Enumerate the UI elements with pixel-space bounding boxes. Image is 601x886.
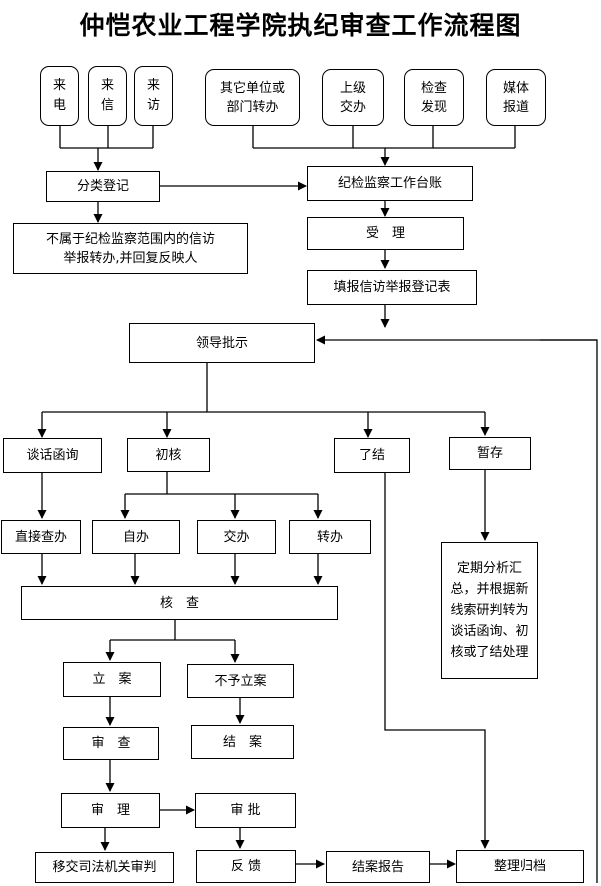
step-no-case: 不予立案 (187, 664, 294, 698)
step-label: 审 查 (91, 736, 131, 751)
source-box-superior: 上级交办 (322, 69, 384, 126)
connector (540, 339, 598, 883)
step-label: 不予立案 (214, 673, 267, 689)
source-label: 来访 (147, 78, 161, 113)
source-box-other-units: 其它单位或部门转办 (205, 69, 300, 126)
step-direct-check: 直接查办 (1, 520, 81, 554)
step-label: 审 批 (230, 803, 261, 818)
connector (252, 125, 516, 149)
step-label: 立 案 (92, 672, 132, 687)
step-feedback: 反 馈 (196, 850, 296, 883)
step-label: 移交司法机关审判 (52, 860, 157, 875)
step-judicial: 移交司法机关审判 (35, 852, 174, 883)
step-label: 领导批示 (195, 335, 248, 351)
source-label: 来信 (101, 78, 115, 113)
step-label: 直接查办 (14, 529, 67, 545)
step-approve: 审 批 (195, 793, 296, 828)
source-label: 来电 (53, 78, 67, 113)
connector (42, 362, 485, 413)
step-assign: 交办 (197, 520, 276, 554)
step-label: 定期分析汇总，并根据新线索研判转为谈话函询、初核或了结处理 (450, 561, 529, 660)
step-fill-form: 填报信访举报登记表 (307, 270, 477, 305)
step-conclude: 结 案 (191, 725, 294, 759)
source-box-laixin: 来信 (88, 66, 127, 126)
connector (384, 473, 490, 849)
step-classify: 分类登记 (46, 171, 160, 202)
step-label: 谈话函询 (26, 448, 79, 463)
step-hold-note: 定期分析汇总，并根据新线索研判转为谈话函询、初核或了结处理 (441, 542, 538, 679)
step-label: 整理归档 (493, 859, 546, 874)
source-box-laidian: 来电 (40, 66, 79, 126)
step-label: 转办 (316, 529, 343, 545)
source-box-inspection: 检查发现 (404, 69, 464, 126)
step-label: 填报信访举报登记表 (333, 280, 451, 295)
step-label: 自办 (122, 529, 149, 545)
step-accept: 受 理 (307, 217, 464, 250)
source-label: 其它单位或部门转办 (219, 80, 285, 115)
step-label: 了结 (358, 448, 385, 463)
connector (59, 125, 154, 149)
step-label: 分类登记 (76, 179, 129, 194)
step-trial: 审 理 (61, 793, 160, 828)
step-transfer: 转办 (289, 520, 371, 554)
source-label: 媒体报道 (502, 80, 529, 115)
step-self-handle: 自办 (92, 520, 180, 554)
step-verify: 核 查 (21, 586, 338, 620)
connector (125, 472, 318, 495)
step-label: 暂存 (476, 446, 503, 461)
step-label: 不属于纪检监察范围内的信访举报转办,并回复反映人 (45, 231, 215, 266)
step-label: 结 案 (222, 734, 262, 750)
step-label: 受 理 (365, 226, 405, 241)
connector (110, 620, 235, 641)
step-preliminary: 初核 (127, 438, 210, 472)
step-not-in-scope: 不属于纪检监察范围内的信访举报转办,并回复反映人 (13, 223, 248, 274)
step-label: 反 馈 (230, 859, 262, 874)
source-label: 检查发现 (420, 80, 447, 115)
step-file-case: 立 案 (63, 662, 161, 697)
step-label: 交办 (223, 529, 250, 545)
step-label: 初核 (155, 447, 182, 463)
step-close: 了结 (334, 438, 410, 473)
step-label: 纪检监察工作台账 (337, 176, 442, 191)
step-hold: 暂存 (449, 437, 531, 470)
source-label: 上级交办 (339, 80, 366, 115)
step-label: 审 理 (90, 803, 130, 818)
step-investigate: 审 查 (63, 727, 159, 760)
step-label: 核 查 (159, 595, 199, 611)
source-box-media: 媒体报道 (486, 69, 546, 126)
step-talk: 谈话函询 (3, 438, 102, 473)
step-leader: 领导批示 (129, 323, 315, 363)
step-ledger: 纪检监察工作台账 (307, 166, 473, 201)
step-label: 结案报告 (351, 859, 404, 875)
step-archive: 整理归档 (456, 850, 584, 883)
source-box-laifang: 来访 (134, 66, 173, 126)
step-report: 结案报告 (326, 851, 430, 883)
page-title: 仲恺农业工程学院执纪审查工作流程图 (79, 11, 522, 40)
